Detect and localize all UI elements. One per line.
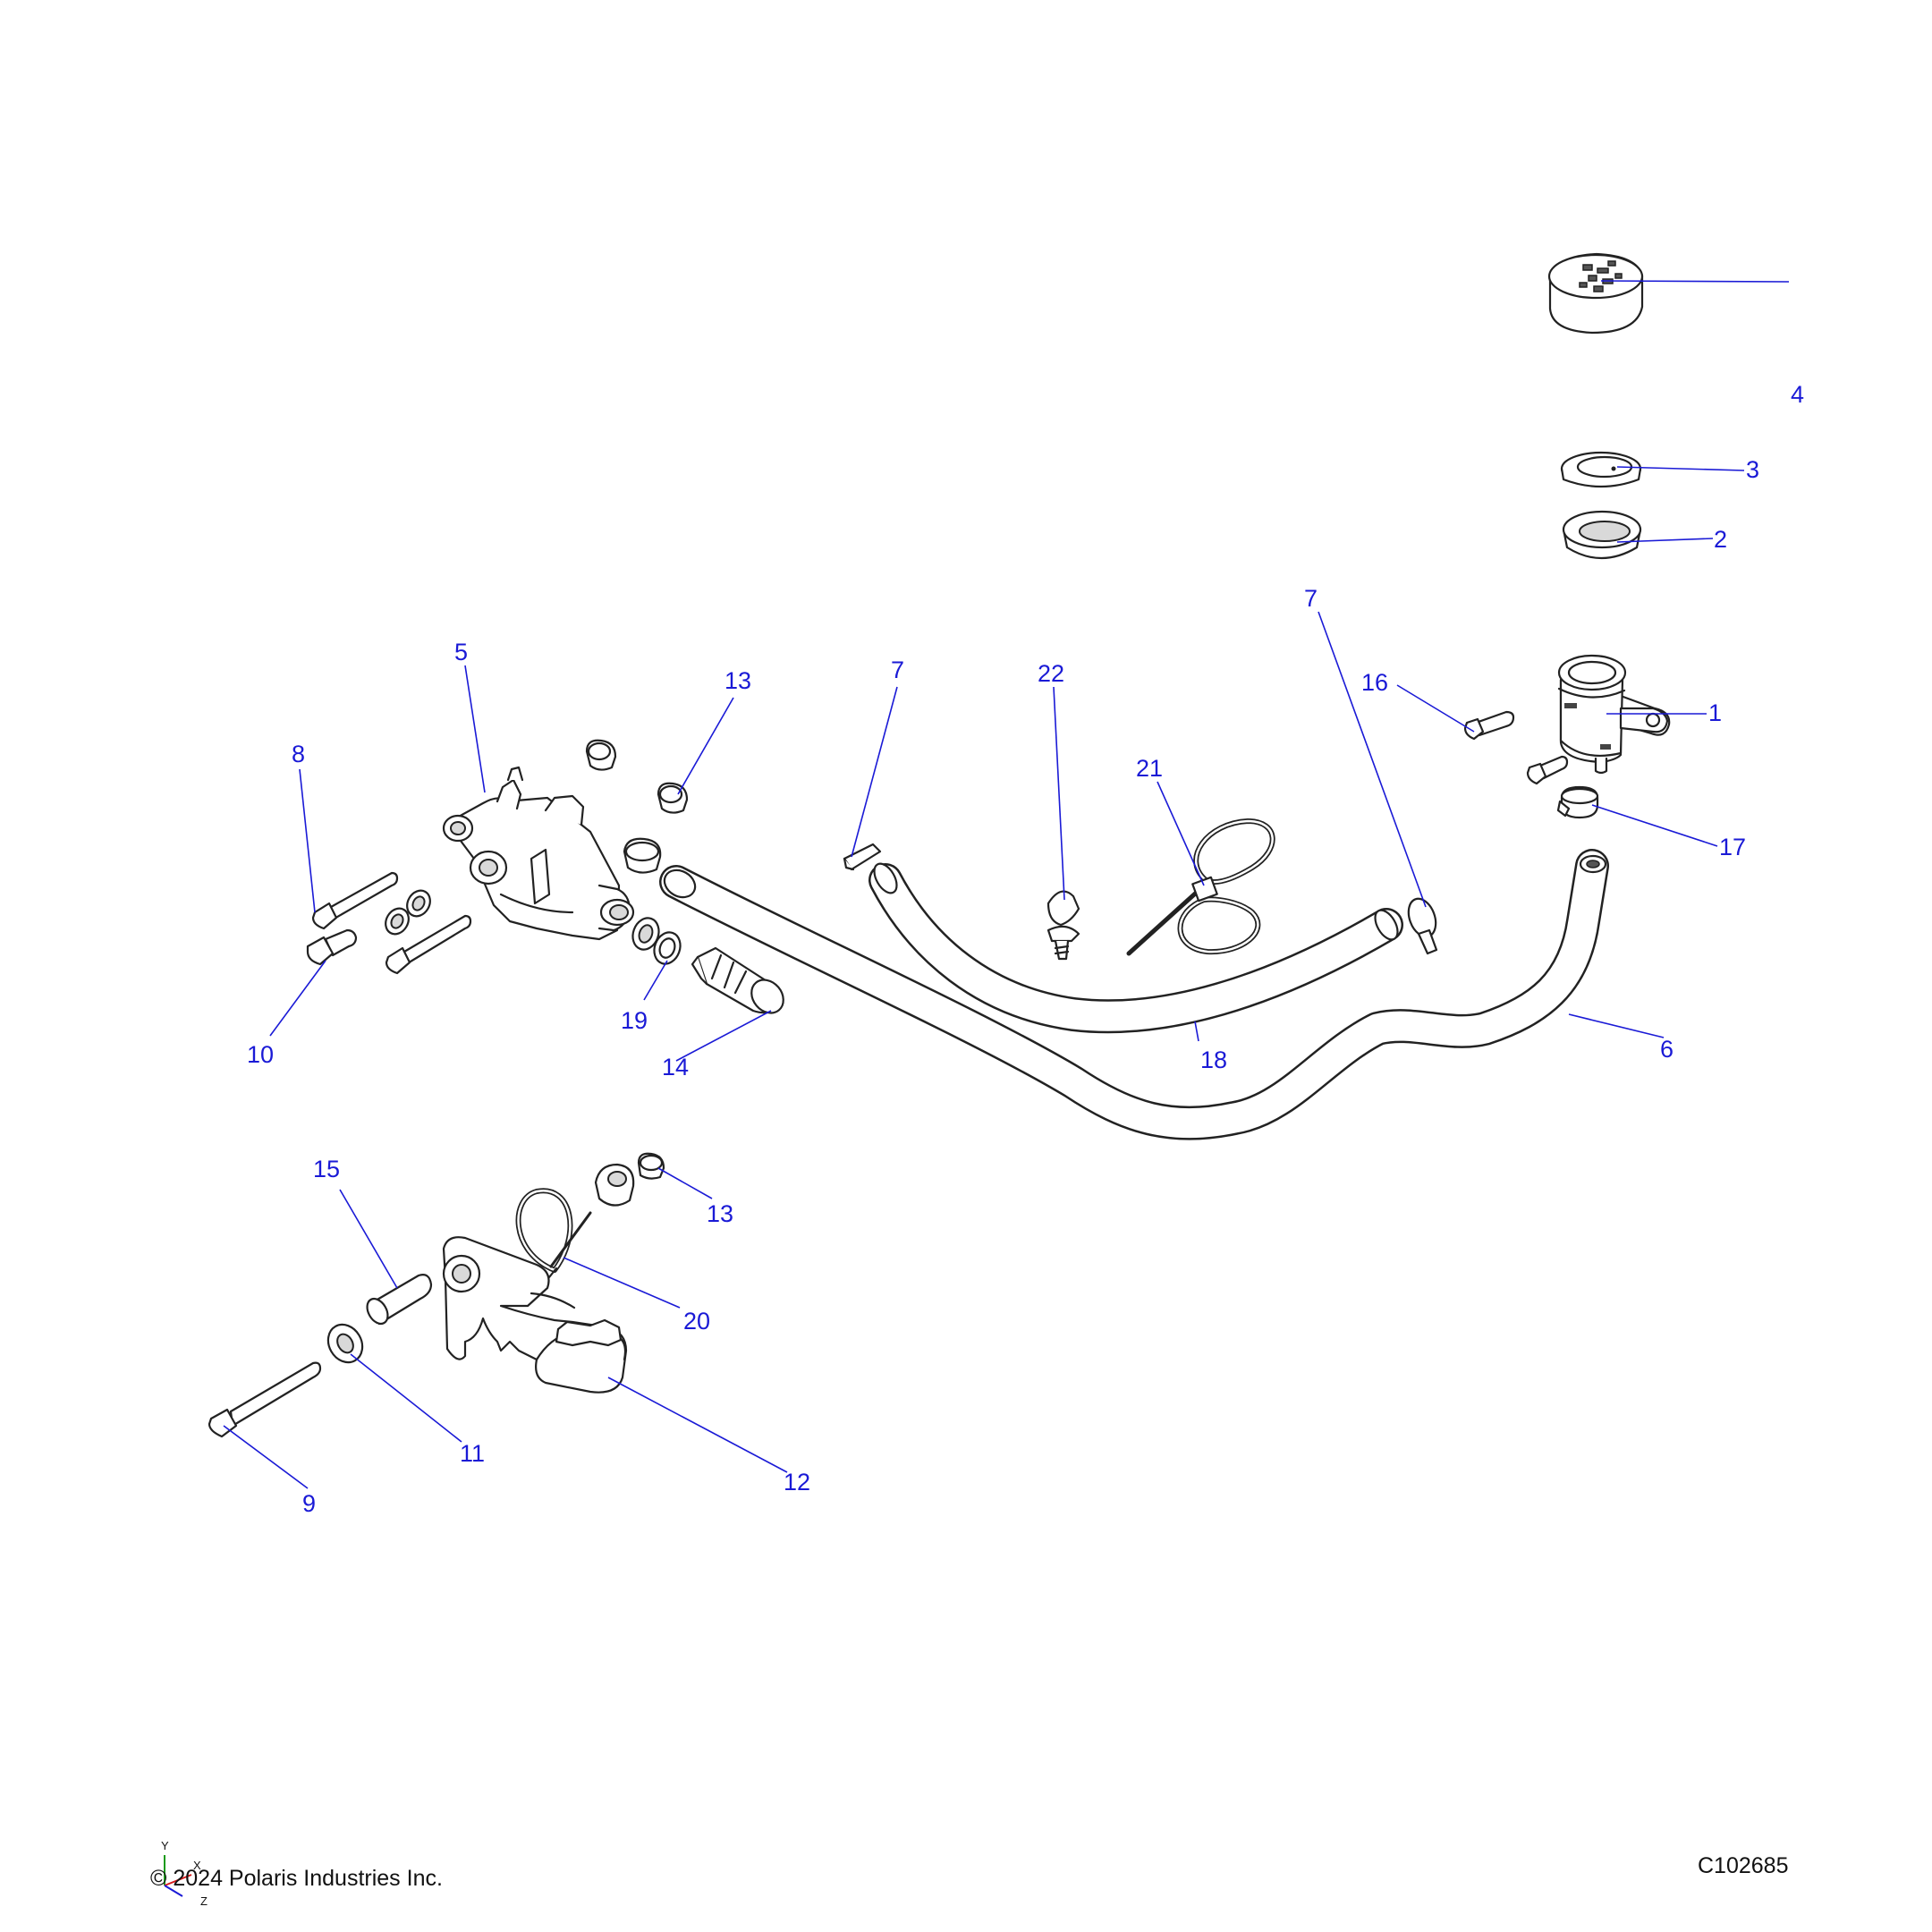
- callout-2: 2: [1714, 526, 1727, 553]
- leader-21: [1157, 781, 1205, 886]
- part-6-reservoir-hose: [659, 849, 1609, 1140]
- leader-4: [1600, 280, 1790, 283]
- leader-7-left: [851, 686, 898, 858]
- axis-z-label: Z: [200, 1894, 208, 1908]
- callout-19: 19: [621, 1007, 648, 1034]
- leader-20: [563, 1257, 681, 1309]
- callout-10: 10: [247, 1041, 274, 1068]
- callout-14: 14: [662, 1054, 689, 1080]
- callout-7-left: 7: [891, 657, 904, 683]
- part-7-clamp-left: [843, 843, 882, 871]
- drawing-number: C102685: [1698, 1853, 1789, 1878]
- callout-13-upper: 13: [724, 667, 751, 694]
- axis-y-label: Y: [161, 1839, 169, 1852]
- part-15-sleeve: [366, 1274, 433, 1326]
- part-19-washer-a: [631, 917, 660, 951]
- leader-8: [299, 768, 316, 913]
- part-5-master-cylinder: [442, 766, 635, 941]
- part-14-fitting: [691, 946, 784, 1014]
- callout-15: 15: [313, 1156, 340, 1182]
- callout-20: 20: [683, 1308, 710, 1335]
- leader-11: [350, 1353, 462, 1443]
- leader-14: [675, 1010, 772, 1062]
- leader-13-lower: [657, 1167, 713, 1199]
- leader-7-right: [1318, 611, 1427, 908]
- copyright-notice: © 2024 Polaris Industries Inc.: [150, 1866, 443, 1891]
- callout-5: 5: [454, 639, 468, 665]
- leader-17: [1591, 804, 1718, 847]
- washer-pair: [385, 889, 431, 936]
- part-12-brake-pedal: [442, 1236, 628, 1394]
- part-11-washer: [326, 1323, 364, 1364]
- part-22-push-clip: [1046, 890, 1080, 961]
- callout-18: 18: [1200, 1046, 1227, 1073]
- callout-9: 9: [302, 1490, 316, 1517]
- part-16-bolt-lower: [1526, 755, 1569, 785]
- callout-labels: 4 3 2 1 16 17 6 7 7 22 21 18 5 13 8 10 1…: [247, 381, 1804, 1517]
- part-21-cable-tie: [1126, 818, 1275, 956]
- leader-18: [1194, 1021, 1199, 1042]
- axis-triad: Y X Z: [161, 1839, 208, 1908]
- leader-22: [1053, 686, 1065, 901]
- part-13-plug-a: [585, 739, 617, 771]
- part-8-bolt-long: [311, 871, 399, 930]
- callout-16: 16: [1361, 669, 1388, 696]
- part-8-bolt-long-b: [385, 914, 472, 975]
- part-13-plug-c: [637, 1152, 665, 1180]
- part-16-bolt-upper: [1463, 710, 1515, 741]
- callout-21: 21: [1136, 755, 1163, 782]
- part-18-hose: [869, 862, 1403, 1034]
- leader-16: [1396, 684, 1475, 733]
- callout-6: 6: [1660, 1036, 1674, 1063]
- part-20-return-spring: [515, 1188, 592, 1279]
- callout-17: 17: [1719, 834, 1746, 860]
- part-17-hose-clamp: [1556, 785, 1599, 819]
- axis-x-label: X: [193, 1859, 201, 1872]
- part-9-pivot-bolt: [208, 1361, 322, 1438]
- callout-11: 11: [460, 1440, 485, 1467]
- leader-2: [1616, 538, 1714, 543]
- callout-13-lower: 13: [707, 1200, 733, 1227]
- callout-3: 3: [1746, 456, 1759, 483]
- leader-12: [607, 1377, 788, 1473]
- callout-1: 1: [1708, 699, 1722, 726]
- bushing-lower: [594, 1163, 635, 1207]
- part-13-clamp: [623, 837, 662, 874]
- part-19-washer-b: [653, 931, 682, 965]
- callout-22: 22: [1038, 660, 1064, 687]
- leader-15: [339, 1189, 398, 1289]
- callout-12: 12: [784, 1469, 810, 1496]
- part-13-plug-b: [657, 782, 689, 814]
- leader-3: [1616, 466, 1745, 471]
- part-7-clamp-right: [1407, 897, 1438, 955]
- leader-10: [269, 960, 326, 1037]
- leader-19: [643, 960, 668, 1001]
- part-3-diaphragm-plate: [1560, 451, 1642, 488]
- leader-6: [1568, 1013, 1665, 1038]
- part-10-bolt-short: [306, 928, 358, 966]
- leader-5: [464, 665, 486, 793]
- callout-8: 8: [292, 741, 305, 767]
- leader-9: [223, 1425, 309, 1489]
- leader-13-upper: [677, 697, 734, 795]
- callout-4: 4: [1791, 381, 1804, 408]
- part-2-diaphragm-boot: [1562, 510, 1642, 560]
- callout-7-right: 7: [1304, 585, 1318, 612]
- leader-lines: [223, 280, 1790, 1489]
- part-4-reservoir-cap: [1547, 252, 1644, 335]
